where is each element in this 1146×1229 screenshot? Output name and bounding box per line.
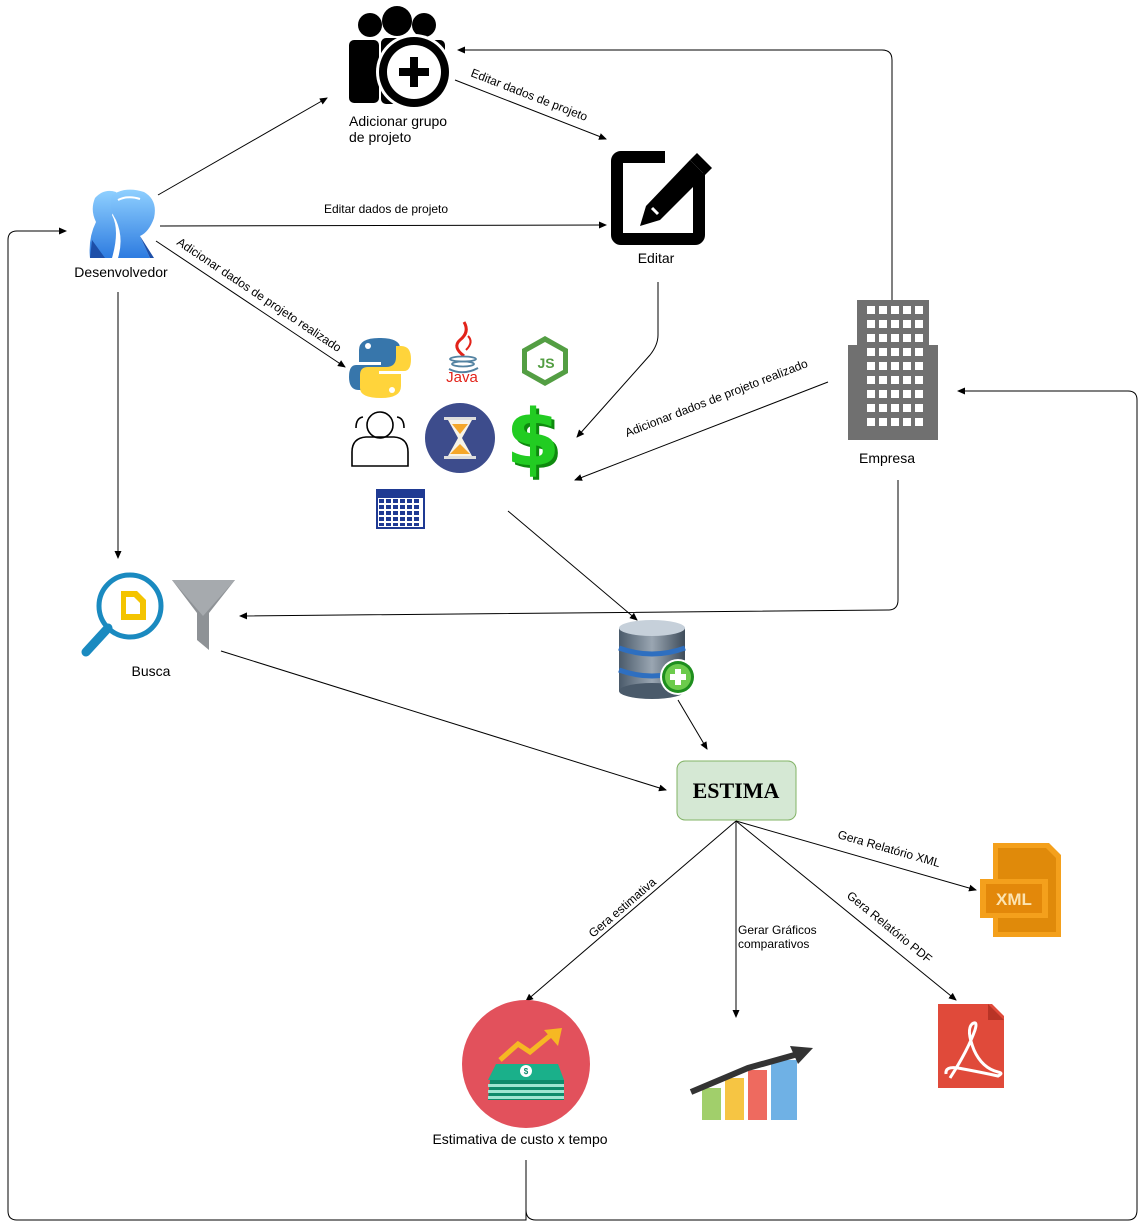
edge-estima-to-estimate	[525, 820, 737, 1002]
estima-node[interactable]: ESTIMA	[676, 760, 797, 821]
edge-label-add-done-company: Adicionar dados de projeto realizado	[623, 356, 810, 440]
comparative-chart-icon	[689, 1046, 813, 1120]
developer-icon	[89, 189, 155, 258]
add-group-node[interactable]: Adicionar grupo de projeto	[349, 6, 452, 145]
team-outline-icon	[351, 411, 409, 467]
edge-label-add-done-dev: Adicionar dados de projeto realizado	[174, 235, 344, 355]
java-text: Java	[446, 369, 478, 386]
funnel-icon	[172, 580, 235, 650]
edit-node[interactable]: Editar	[611, 143, 712, 266]
developer-node[interactable]: Desenvolvedor	[74, 189, 168, 280]
estima-box	[676, 760, 797, 821]
edge-dev-to-addgroup	[157, 97, 328, 196]
add-group-label-1: Adicionar grupo	[349, 113, 447, 129]
svg-text:JS: JS	[537, 355, 554, 371]
edit-label: Editar	[638, 250, 675, 266]
edge-search-to-estima	[220, 650, 667, 792]
edge-estima-to-xml	[735, 820, 977, 892]
edge-label-gen-xml: Gera Relatório XML	[836, 827, 942, 870]
edge-company-to-resources	[574, 381, 829, 481]
edge-label-edit-data-1: Editar dados de projeto	[469, 66, 590, 124]
edge-resources-to-db	[507, 510, 638, 621]
estimate-label: Estimativa de custo x tempo	[432, 1131, 607, 1147]
search-label: Busca	[132, 663, 171, 679]
edge-addgroup-to-edit	[454, 79, 607, 140]
edit-icon	[611, 143, 712, 245]
estimate-node[interactable]: $ Estimativa de custo x tempo	[432, 1000, 608, 1147]
edge-label-edit-data-2: Editar dados de projeto	[324, 202, 448, 216]
java-icon: Java	[446, 321, 478, 386]
money-growth-icon: $	[462, 1000, 590, 1128]
hourglass-icon	[425, 403, 495, 473]
group-add-icon	[349, 6, 452, 110]
edge-db-to-estima	[677, 699, 708, 750]
xml-report-icon: XML	[980, 843, 1061, 937]
pdf-report-icon	[938, 1004, 1004, 1088]
edge-dev-to-resources	[155, 240, 346, 368]
python-icon	[349, 338, 411, 398]
edge-estimate-loop-to-dev	[7, 227, 527, 1221]
edge-edit-to-resources	[576, 282, 659, 438]
search-node[interactable]: Busca	[81, 572, 235, 679]
building-icon	[848, 300, 938, 440]
connectors	[7, 46, 1138, 1221]
edge-label-gen-charts-1: Gerar Gráficos	[738, 923, 817, 937]
nodejs-icon: JS	[522, 336, 568, 386]
svg-text:$: $	[509, 397, 563, 487]
dollar-icon: $ $	[506, 394, 563, 487]
estima-label: ESTIMA	[693, 778, 780, 803]
edge-dev-to-edit	[159, 221, 607, 229]
svg-text:$: $	[506, 394, 560, 484]
company-node[interactable]: Empresa	[848, 300, 938, 466]
edge-estimate-loop-to-company	[525, 387, 1138, 1221]
add-group-label-2: de projeto	[349, 129, 411, 145]
xml-text: XML	[996, 890, 1032, 909]
svg-text:$: $	[524, 1067, 529, 1076]
calendar-icon	[376, 489, 425, 529]
edge-estima-to-pdf	[735, 820, 957, 1001]
edge-label-gen-charts-2: comparativos	[738, 937, 809, 951]
edge-company-to-addgroup	[457, 46, 893, 300]
edge-label-gen-estimate: Gera estimativa	[586, 875, 659, 941]
edge-company-to-search	[239, 480, 899, 620]
edge-labels: Editar dados de projeto Editar dados de …	[174, 66, 942, 966]
company-label: Empresa	[859, 450, 915, 466]
resources-cluster: Java JS $ $	[349, 321, 568, 529]
edge-label-gen-pdf: Gera Relatório PDF	[844, 888, 935, 965]
document-search-icon	[81, 572, 164, 657]
database-add-icon	[618, 620, 696, 699]
developer-label: Desenvolvedor	[74, 264, 168, 280]
